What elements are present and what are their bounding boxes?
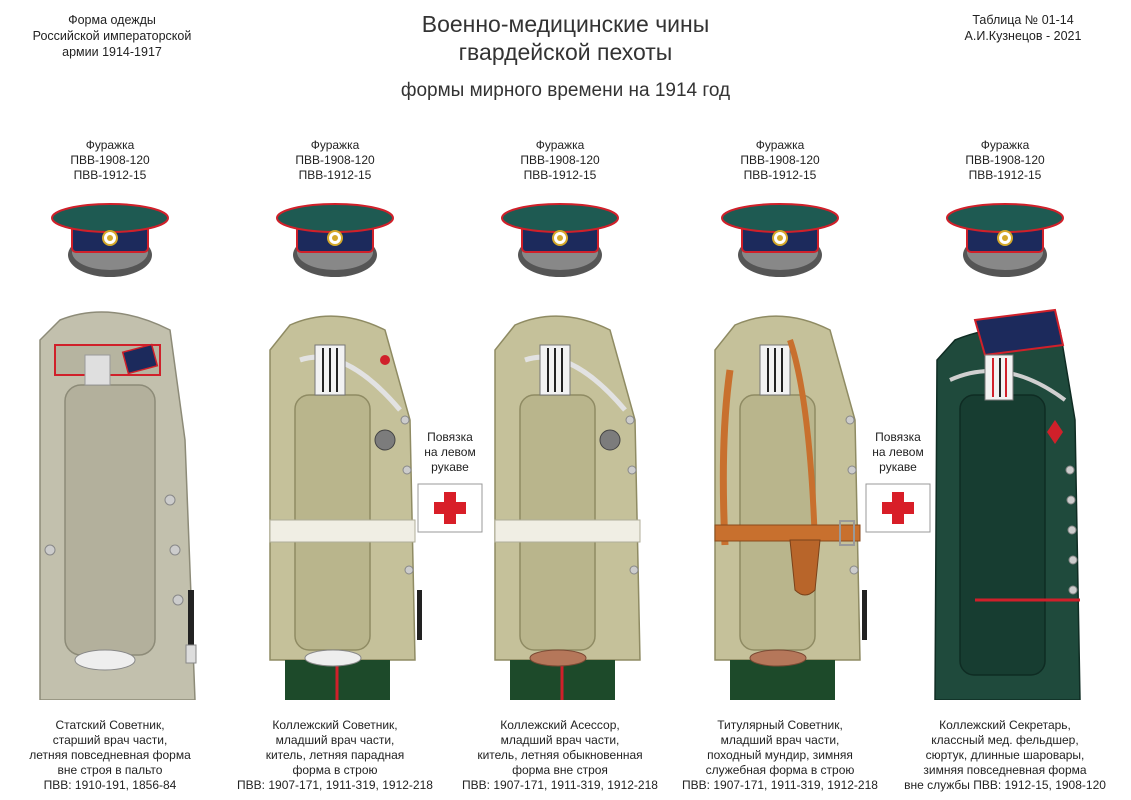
- summer-tunic-figure: [494, 315, 641, 700]
- caption-line: Титулярный Советник,: [717, 718, 843, 732]
- peaked-cap-icon: [276, 203, 394, 277]
- header-left-line: Форма одежды: [68, 13, 156, 27]
- caption-line: ПВВ: 1907-171, 1911-319, 1912-218: [462, 778, 658, 792]
- caption-line: ПВВ: 1907-171, 1911-319, 1912-218: [682, 778, 878, 792]
- cap-label-line: Фуражка: [755, 138, 805, 152]
- cap-label-line: ПВВ-1912-15: [523, 168, 597, 182]
- uniform-caption: Статский Советник, старший врач части, л…: [0, 718, 225, 793]
- page-subtitle: формы мирного времени на 1914 год: [400, 80, 731, 101]
- cap-label-line: ПВВ-1912-15: [73, 168, 147, 182]
- header-left-line: Российской императорской: [32, 29, 192, 43]
- cap-label-line: ПВВ-1908-120: [965, 153, 1045, 167]
- armband-label-line: на левом: [424, 445, 476, 459]
- cap-label-line: Фуражка: [535, 138, 585, 152]
- caption-line: Коллежский Асессор,: [500, 718, 620, 732]
- uniform-column-2: Фуражка ПВВ-1908-120 ПВВ-1912-15 Коллежс…: [230, 0, 440, 800]
- header-series-title: Форма одежды Российской императорской ар…: [12, 12, 212, 60]
- armband-label-line: на левом: [872, 445, 924, 459]
- title-line: гвардейской пехоты: [458, 39, 673, 65]
- page-title: Военно-медицинские чины гвардейской пехо…: [300, 10, 831, 66]
- uniform-caption: Коллежский Секретарь, классный мед. фель…: [890, 718, 1120, 793]
- caption-line: Статский Советник,: [55, 718, 165, 732]
- armband-label-line: Повязка: [875, 430, 921, 444]
- cap-label-line: ПВВ-1912-15: [298, 168, 372, 182]
- cap-label-line: ПВВ-1908-120: [740, 153, 820, 167]
- cap-label-line: ПВВ-1908-120: [295, 153, 375, 167]
- uniform-column-4: Фуражка ПВВ-1908-120 ПВВ-1912-15 Титуляр…: [675, 0, 885, 800]
- armband-label-line: рукаве: [431, 460, 469, 474]
- cap-label-line: Фуражка: [980, 138, 1030, 152]
- cap-label: Фуражка ПВВ-1908-120 ПВВ-1912-15: [5, 138, 215, 183]
- caption-line: вне строя в пальто: [57, 763, 163, 777]
- header-left-line: армии 1914-1917: [62, 45, 162, 59]
- frock-coat-figure: [934, 308, 1081, 700]
- summer-tunic-figure: [269, 315, 422, 700]
- armband-label: Повязка на левом рукаве: [405, 430, 495, 475]
- cap-label-line: ПВВ-1912-15: [968, 168, 1042, 182]
- uniform-column-5: Фуражка ПВВ-1908-120 ПВВ-1912-15 Коллежс…: [900, 0, 1110, 800]
- caption-line: ПВВ: 1907-171, 1911-319, 1912-218: [237, 778, 433, 792]
- header-right-line: Таблица № 01-14: [972, 13, 1074, 27]
- caption-line: младший врач части,: [500, 733, 620, 747]
- cap-label-line: Фуражка: [310, 138, 360, 152]
- greatcoat-figure: [39, 311, 197, 700]
- caption-line: китель, летняя парадная: [265, 748, 405, 762]
- uniform-column-1: Фуражка ПВВ-1908-120 ПВВ-1912-15 Статски…: [5, 0, 215, 800]
- uniform-caption: Титулярный Советник, младший врач части,…: [665, 718, 895, 793]
- cap-label: Фуражка ПВВ-1908-120 ПВВ-1912-15: [230, 138, 440, 183]
- caption-line: китель, летняя обыкновенная: [477, 748, 643, 762]
- field-uniform-figure: [714, 315, 867, 700]
- uniform-caption: Коллежский Асессор, младший врач части, …: [445, 718, 675, 793]
- title-line: Военно-медицинские чины: [421, 11, 710, 37]
- peaked-cap-icon: [946, 203, 1064, 277]
- caption-line: форма вне строя: [512, 763, 608, 777]
- red-cross-armband-icon: [417, 483, 483, 533]
- uniform-caption: Коллежский Советник, младший врач части,…: [220, 718, 450, 793]
- caption-line: классный мед. фельдшер,: [931, 733, 1079, 747]
- peaked-cap-icon: [721, 203, 839, 277]
- armband-note-1: Повязка на левом рукаве: [405, 430, 495, 533]
- armband-label: Повязка на левом рукаве: [853, 430, 943, 475]
- caption-line: младший врач части,: [720, 733, 840, 747]
- caption-line: форма в строю: [292, 763, 378, 777]
- peaked-cap-icon: [501, 203, 619, 277]
- caption-line: ПВВ: 1910-191, 1856-84: [43, 778, 177, 792]
- caption-line: Коллежский Советник,: [272, 718, 398, 732]
- caption-line: старший врач части,: [52, 733, 168, 747]
- caption-line: служебная форма в строю: [705, 763, 855, 777]
- red-cross-armband-icon: [865, 483, 931, 533]
- uniform-column-3: Фуражка ПВВ-1908-120 ПВВ-1912-15 Коллежс…: [455, 0, 665, 800]
- armband-note-2: Повязка на левом рукаве: [853, 430, 943, 533]
- header-right-line: А.И.Кузнецов - 2021: [964, 29, 1082, 43]
- peaked-cap-icon: [51, 203, 169, 277]
- cap-label: Фуражка ПВВ-1908-120 ПВВ-1912-15: [900, 138, 1110, 183]
- cap-label-line: Фуражка: [85, 138, 135, 152]
- armband-label-line: Повязка: [427, 430, 473, 444]
- table-number: Таблица № 01-14 А.И.Кузнецов - 2021: [933, 12, 1113, 44]
- caption-line: младший врач части,: [275, 733, 395, 747]
- caption-line: Коллежский Секретарь,: [939, 718, 1071, 732]
- caption-line: сюртук, длинные шаровары,: [925, 748, 1085, 762]
- caption-line: летняя повседневная форма: [29, 748, 191, 762]
- armband-label-line: рукаве: [879, 460, 917, 474]
- cap-label: Фуражка ПВВ-1908-120 ПВВ-1912-15: [675, 138, 885, 183]
- cap-label-line: ПВВ-1908-120: [70, 153, 150, 167]
- cap-label: Фуражка ПВВ-1908-120 ПВВ-1912-15: [455, 138, 665, 183]
- caption-line: вне службы ПВВ: 1912-15, 1908-120: [904, 778, 1106, 792]
- cap-label-line: ПВВ-1912-15: [743, 168, 817, 182]
- cap-label-line: ПВВ-1908-120: [520, 153, 600, 167]
- caption-line: походный мундир, зимняя: [707, 748, 853, 762]
- caption-line: зимняя повседневная форма: [923, 763, 1087, 777]
